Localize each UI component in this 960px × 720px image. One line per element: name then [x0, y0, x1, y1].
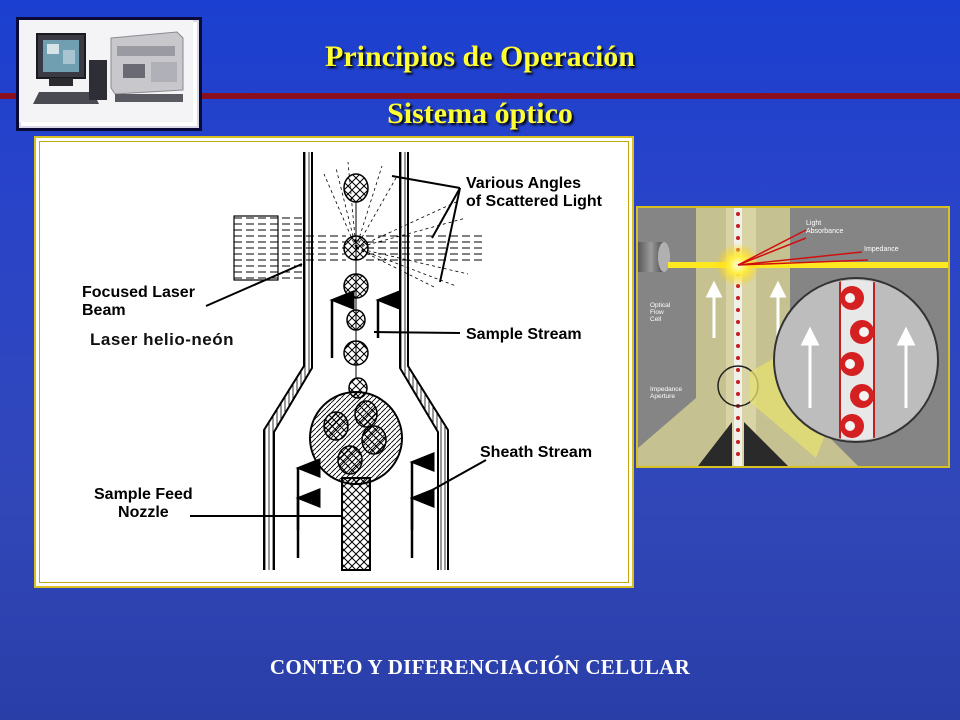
slide-footer: CONTEO Y DIFERENCIACIÓN CELULAR	[269, 655, 691, 679]
header-accent-line	[0, 93, 960, 99]
laser-beam-right	[668, 262, 948, 268]
red-cell-center	[845, 359, 855, 369]
red-cell-center	[845, 293, 855, 303]
label-sample-feed-nozzle: Sample Feed Nozzle	[94, 486, 193, 521]
magnified-arrows	[800, 326, 916, 408]
stream-cell-dot	[736, 356, 740, 360]
chamber-cells	[323, 400, 387, 475]
analyzer-illustration	[19, 20, 193, 122]
aperture-wedge-right	[744, 422, 788, 466]
stream-cell-dot	[736, 380, 740, 384]
leader-lines	[190, 175, 487, 517]
impedance-flow-cell-illustration: Light Absorbance Impedance Optical Flow …	[636, 206, 950, 468]
impedance-drawing	[638, 208, 948, 466]
stream-cell-dot	[736, 440, 740, 444]
label-laser-type: Laser helio-neón	[90, 330, 235, 349]
stream-cell-dot	[736, 368, 740, 372]
stream-cell-dot	[736, 212, 740, 216]
label-impedance: Impedance	[864, 246, 899, 253]
stream-cell-dot	[736, 344, 740, 348]
cell-stream	[734, 208, 742, 466]
pointer-lines	[737, 229, 869, 266]
sheath-arrows	[705, 280, 787, 338]
wall-hatch-left	[264, 152, 312, 570]
flow-cell-diagram: Various Angles of Scattered Light Focuse…	[34, 136, 634, 588]
flow-arrows	[295, 290, 435, 558]
stream-cell-dot	[736, 392, 740, 396]
label-optical-flow-cell: Optical Flow Cell	[650, 302, 671, 323]
red-cell-center	[859, 391, 869, 401]
red-cell-center	[859, 327, 869, 337]
label-impedance-aperture: Impedance Aperture	[650, 386, 683, 400]
flow-cell-drawing	[190, 152, 487, 571]
stream-cell-dot	[736, 320, 740, 324]
stream-cell-dot	[736, 296, 740, 300]
analyzer-thumbnail	[16, 17, 202, 131]
magnified-red-cells	[840, 286, 874, 438]
stream-cell-dot	[736, 428, 740, 432]
laser-source-block	[233, 215, 279, 281]
stream-cell-dot	[736, 416, 740, 420]
stream-cell-dot	[736, 224, 740, 228]
sample-feed-tube	[341, 477, 371, 571]
aperture-wedge-left	[698, 422, 732, 466]
laser-beam	[234, 217, 482, 279]
label-light-absorbance: Light Absorbance	[806, 220, 844, 235]
label-scattered-light: Various Angles of Scattered Light	[466, 175, 603, 210]
red-cell-center	[845, 421, 855, 431]
stream-cell-dot	[736, 308, 740, 312]
label-sample-stream: Sample Stream	[466, 326, 582, 343]
label-focused-laser-beam: Focused Laser Beam	[82, 284, 195, 319]
wall-hatch-right	[400, 152, 448, 570]
diagram-inner-border	[39, 141, 629, 583]
stream-cell-dot	[736, 452, 740, 456]
scattered-light-rays	[323, 161, 469, 289]
slide-subtitle: Sistema óptico	[387, 97, 573, 130]
stream-cell-dot	[736, 332, 740, 336]
stream-cell-dot	[736, 236, 740, 240]
label-sheath-stream: Sheath Stream	[480, 444, 593, 461]
laser-emitter-lens	[658, 242, 670, 272]
slide-title: Principios de Operación	[325, 40, 635, 73]
